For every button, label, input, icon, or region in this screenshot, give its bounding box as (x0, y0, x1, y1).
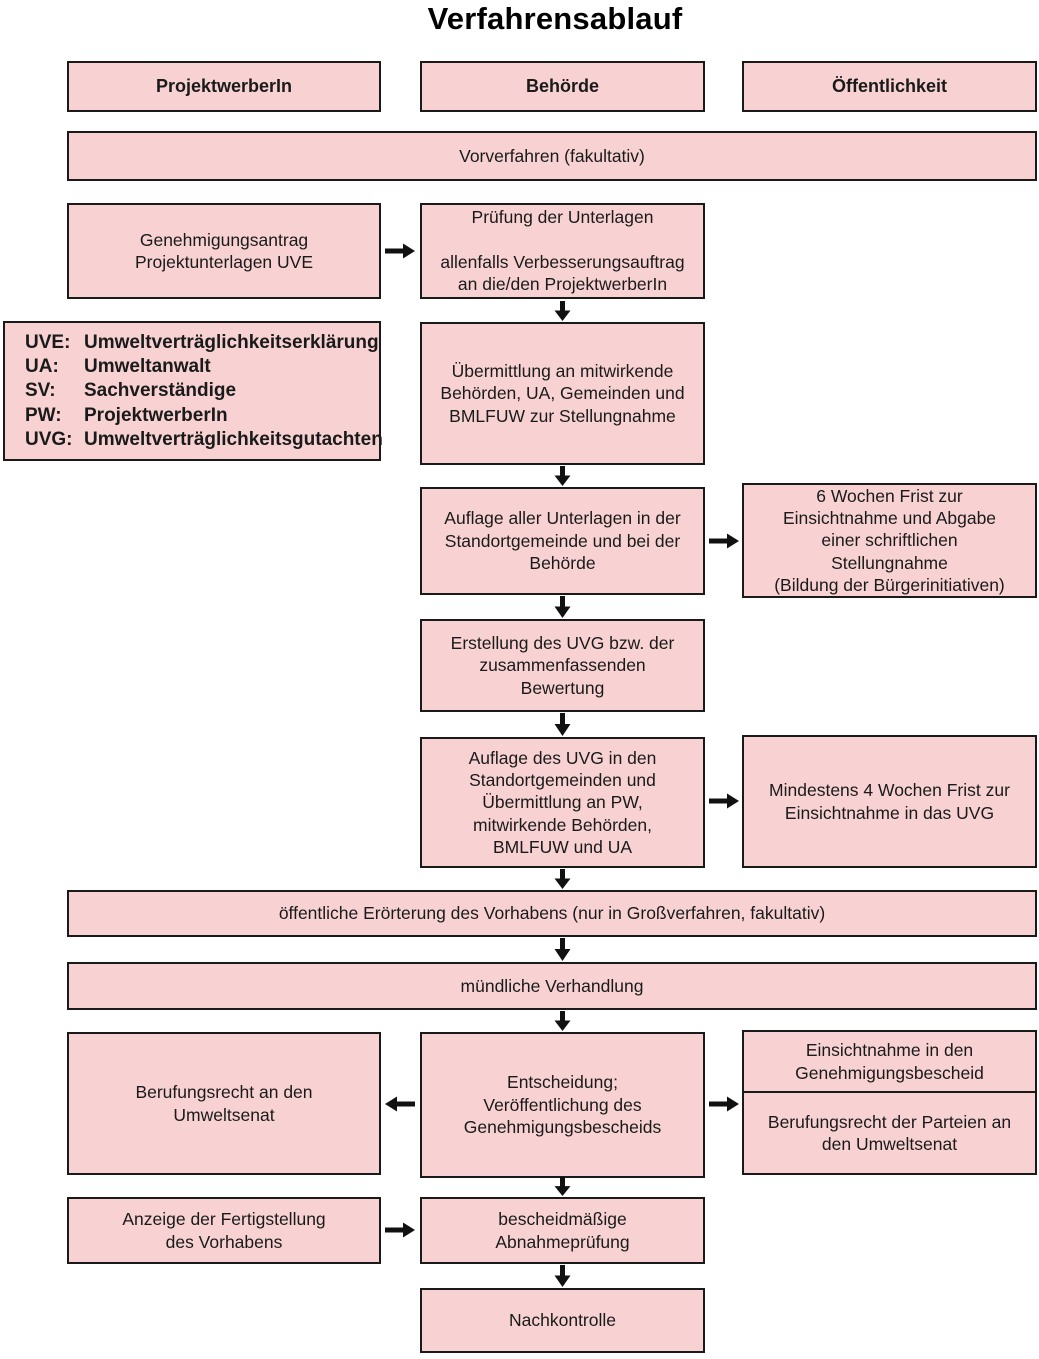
legend-list: UVE: Umweltverträglichkeitserklärung UA:… (25, 331, 383, 451)
box-berufungsrecht-umweltsenat: Berufungsrecht an den Umweltsenat (67, 1032, 381, 1175)
column-header-oeffentlichkeit: Öffentlichkeit (742, 61, 1037, 112)
box-auflage-unterlagen: Auflage aller Unterlagen in der Standort… (420, 487, 705, 595)
legend-abbr: UVE: (25, 332, 71, 354)
legend-box: UVE: Umweltverträglichkeitserklärung UA:… (3, 321, 383, 461)
arrow-down-auflage-to-erstellung-icon (554, 596, 571, 618)
arrow-down-eroerterung-to-verhandlung-icon (554, 938, 571, 961)
arrow-right-auflage-to-frist6-icon (709, 533, 739, 549)
arrow-right-entscheidung-to-einsichtnahme-icon (709, 1096, 739, 1112)
box-berufungsrecht-parteien: Berufungsrecht der Parteien an den Umwel… (767, 1111, 1012, 1154)
arrow-down-pruefung-to-uebermittlung-icon (554, 301, 571, 321)
legend-abbr: UVG: (25, 428, 73, 450)
box-abnahmepruefung: bescheidmäßige Abnahmeprüfung (420, 1197, 705, 1264)
arrow-right-auflage-uvg-to-frist4-icon (709, 793, 739, 809)
box-genehmigungsantrag: Genehmigungsantrag Projektunterlagen UVE (67, 203, 381, 299)
box-nachkontrolle: Nachkontrolle (420, 1288, 705, 1353)
arrow-down-auflage-uvg-to-eroerterung-icon (554, 869, 571, 889)
column-header-projektwerberin: ProjektwerberIn (67, 61, 381, 112)
bar-oeffentliche-eroerterung: öffentliche Erörterung des Vorhabens (nu… (67, 890, 1037, 937)
legend-term: ProjektwerberIn (84, 404, 228, 426)
legend-abbr: PW: (25, 404, 62, 426)
arrow-down-abnahme-to-nachkontrolle-icon (554, 1265, 571, 1287)
bar-muendliche-verhandlung: mündliche Verhandlung (67, 962, 1037, 1010)
box-uebermittlung: Übermittlung an mitwirkende Behörden, UA… (420, 322, 705, 465)
legend-term: Sachverständige (84, 380, 237, 402)
box-entscheidung: Entscheidung; Veröffentlichung des Geneh… (420, 1032, 705, 1178)
arrow-down-entscheidung-to-abnahme-icon (554, 1177, 571, 1196)
box-erstellung-uvg: Erstellung des UVG bzw. der zusammenfass… (420, 619, 705, 712)
arrow-right-anzeige-to-abnahme-icon (385, 1222, 415, 1238)
legend-abbr: SV: (25, 380, 56, 402)
column-header-behoerde: Behörde (420, 61, 705, 112)
arrow-right-genehmigungsantrag-to-pruefung-icon (385, 243, 415, 259)
arrow-left-entscheidung-to-berufungsrecht-icon (385, 1096, 415, 1112)
box-pruefung-unterlagen: Prüfung der Unterlagen allenfalls Verbes… (420, 203, 705, 299)
legend-term: Umweltverträglichkeitserklärung (84, 332, 379, 354)
box-6-wochen-frist: 6 Wochen Frist zur Einsichtnahme und Abg… (742, 483, 1037, 598)
box-bescheid-stack: Einsichtnahme in den Genehmigungsbeschei… (742, 1030, 1037, 1175)
arrow-down-verhandlung-to-entscheidung-icon (554, 1011, 571, 1031)
box-anzeige-fertigstellung: Anzeige der Fertigstellung des Vorhabens (67, 1197, 381, 1264)
legend-term: Umweltverträglichkeitsgutachten (84, 428, 383, 450)
arrow-down-uebermittlung-to-auflage-icon (554, 466, 571, 486)
page-title: Verfahrensablauf (427, 1, 683, 36)
legend-term: Umweltanwalt (84, 356, 211, 378)
box-auflage-uvg: Auflage des UVG in den Standortgemeinden… (420, 737, 705, 868)
box-einsichtnahme-bescheid: Einsichtnahme in den Genehmigungsbeschei… (744, 1032, 1035, 1093)
bar-vorverfahren: Vorverfahren (fakultativ) (67, 131, 1037, 181)
arrow-down-erstellung-to-auflage-uvg-icon (554, 713, 571, 736)
legend-abbr: UA: (25, 356, 59, 378)
box-4-wochen-frist: Mindestens 4 Wochen Frist zur Einsichtna… (742, 735, 1037, 868)
